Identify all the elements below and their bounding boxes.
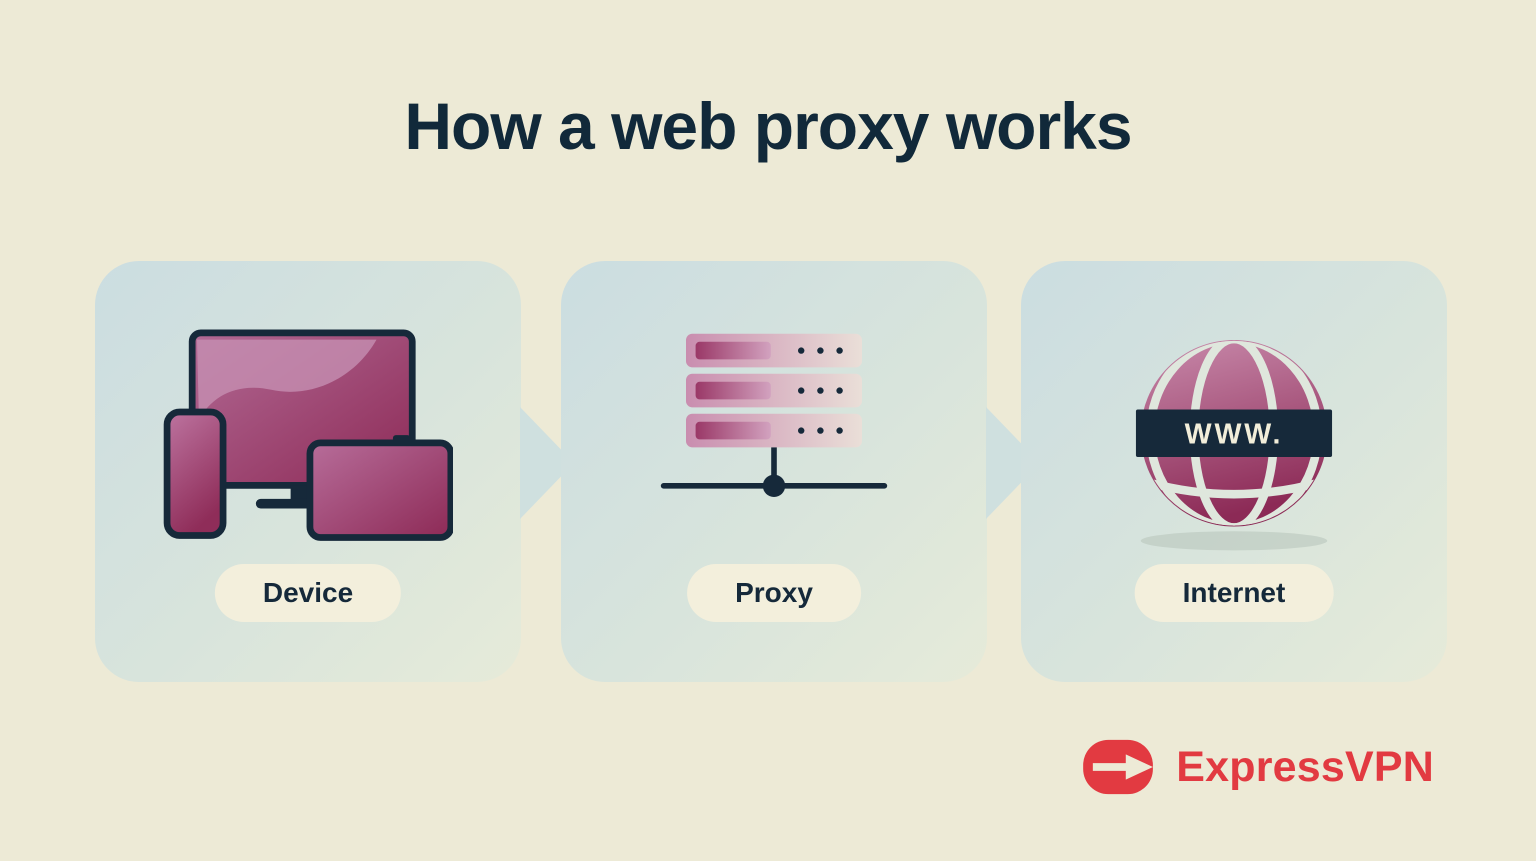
card-device: Device [95,261,574,682]
device-label-pill: Device [214,564,402,622]
globe-icon: WWW. [1134,319,1334,557]
proxy-label-pill: Proxy [687,564,861,622]
card-internet: WWW. Internet [1021,261,1447,682]
brand-wordmark: ExpressVPN [1176,742,1434,791]
server-stack-icon [654,329,894,513]
internet-label: Internet [1182,577,1286,608]
expressvpn-icon [1080,736,1158,798]
devices-icon [163,329,455,551]
internet-label-pill: Internet [1134,564,1334,622]
www-banner-text: WWW. [1185,419,1284,451]
brand-lockup: ExpressVPN [1080,736,1434,798]
device-label: Device [262,577,354,608]
card-proxy: Proxy [561,261,1040,682]
page-title: How a web proxy works [404,89,1132,163]
proxy-label: Proxy [735,577,813,608]
